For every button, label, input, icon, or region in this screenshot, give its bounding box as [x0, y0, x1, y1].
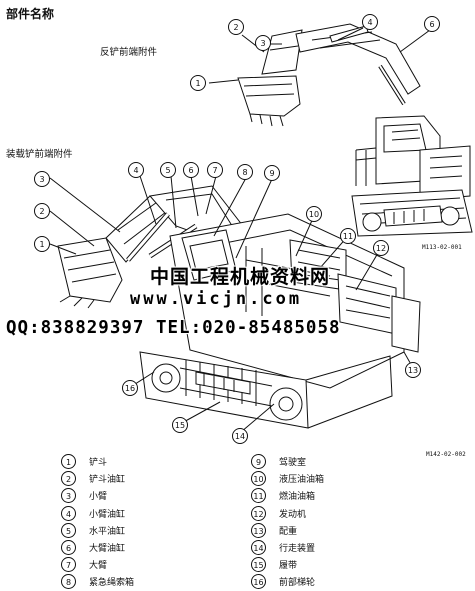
watermark-url: www.vicjn.com: [130, 289, 303, 309]
legend-label: 大臂: [89, 561, 108, 572]
legend-label: 行走装置: [279, 544, 316, 555]
bottom-callout-12: 12: [373, 240, 389, 256]
legend-item: 8 紧急绳索箱: [61, 573, 134, 590]
legend-item: 10 液压油油箱: [251, 470, 324, 487]
backhoe-section-title: 反铲前端附件: [100, 47, 158, 58]
bottom-callout-4: 4: [128, 162, 144, 178]
legend-label: 水平油缸: [89, 526, 126, 537]
top-callout-2: 2: [228, 19, 244, 35]
legend-right-column: 9 驾驶室 10 液压油油箱 11 燃油油箱 12 发动机 13 配重 14 行走装置 15…: [251, 453, 324, 591]
top-callout-4: 4: [362, 14, 378, 30]
legend-number: 16: [251, 574, 266, 590]
legend-number: 9: [251, 454, 266, 470]
legend-label: 液压油油箱: [279, 475, 325, 486]
watermark-site-name: 中国工程机械资料网: [150, 266, 331, 288]
legend-label: 前部梯轮: [279, 578, 316, 589]
legend-number: 3: [61, 488, 76, 504]
bottom-callout-7: 7: [207, 162, 223, 178]
legend-left-column: 1 铲斗 2 铲斗油缸 3 小臂 4 小臂油缸 5 水平油缸 6 大臂油缸 7 大臂 8 紧急绳…: [61, 453, 134, 591]
bottom-callout-16: 16: [122, 380, 138, 396]
legend-number: 4: [61, 505, 76, 521]
bottom-figure-code: M142-02-002: [426, 451, 466, 458]
legend-item: 13 配重: [251, 522, 324, 539]
legend-number: 11: [251, 488, 266, 504]
legend-number: 1: [61, 454, 76, 470]
watermark-contact: QQ:838829397 TEL:020-85485058: [6, 318, 341, 338]
bottom-callout-6: 6: [183, 162, 199, 178]
top-leader-lines: [208, 27, 431, 84]
legend-item: 12 发动机: [251, 505, 324, 522]
legend-item: 14 行走装置: [251, 539, 324, 556]
legend-number: 8: [61, 574, 76, 590]
legend-item: 6 大臂油缸: [61, 539, 134, 556]
bottom-callout-9: 9: [264, 165, 280, 181]
legend-label: 驾驶室: [279, 458, 307, 469]
legend-label: 履带: [279, 561, 298, 572]
legend-item: 9 驾驶室: [251, 453, 324, 470]
legend-item: 5 水平油缸: [61, 522, 134, 539]
legend-label: 配重: [279, 526, 298, 537]
bottom-callout-3: 3: [34, 171, 50, 187]
bottom-callout-5: 5: [160, 162, 176, 178]
legend-item: 1 铲斗: [61, 453, 134, 470]
legend-item: 3 小臂: [61, 487, 134, 504]
legend-number: 6: [61, 540, 76, 556]
top-callout-1: 1: [190, 75, 206, 91]
legend-number: 7: [61, 557, 76, 573]
bottom-callout-2: 2: [34, 203, 50, 219]
legend-item: 16 前部梯轮: [251, 573, 324, 590]
loader-section-title: 装载铲前端附件: [6, 149, 73, 160]
legend-label: 紧急绳索箱: [89, 578, 135, 589]
bottom-callout-8: 8: [237, 164, 253, 180]
top-figure-code: M113-02-001: [422, 244, 462, 251]
legend-number: 14: [251, 540, 266, 556]
legend-label: 大臂油缸: [89, 544, 126, 555]
bottom-callout-10: 10: [306, 206, 322, 222]
legend-number: 5: [61, 522, 76, 538]
bottom-callout-1: 1: [34, 236, 50, 252]
bottom-callout-14: 14: [232, 428, 248, 444]
loading-shovel-drawing: [57, 185, 421, 429]
top-callout-6: 6: [424, 16, 440, 32]
legend-number: 12: [251, 505, 266, 521]
legend-item: 2 铲斗油缸: [61, 470, 134, 487]
bottom-leader-lines: [49, 175, 414, 433]
legend-label: 小臂油缸: [89, 509, 126, 520]
bottom-callout-15: 15: [172, 417, 188, 433]
legend-number: 13: [251, 522, 266, 538]
top-callout-3: 3: [255, 35, 271, 51]
legend-label: 铲斗油缸: [89, 475, 126, 486]
legend-item: 15 履带: [251, 556, 324, 573]
legend-label: 铲斗: [89, 458, 108, 469]
legend-label: 燃油油箱: [279, 492, 316, 503]
legend-number: 10: [251, 471, 266, 487]
legend-number: 2: [61, 471, 76, 487]
legend-label: 小臂: [89, 492, 108, 503]
backhoe-drawing: [237, 23, 473, 237]
bottom-callout-13: 13: [405, 362, 421, 378]
legend-item: 11 燃油油箱: [251, 487, 324, 504]
legend-item: 7 大臂: [61, 556, 134, 573]
page-title: 部件名称: [6, 7, 55, 21]
bottom-callout-11: 11: [340, 228, 356, 244]
legend-number: 15: [251, 557, 266, 573]
legend-item: 4 小臂油缸: [61, 505, 134, 522]
legend-label: 发动机: [279, 509, 307, 520]
